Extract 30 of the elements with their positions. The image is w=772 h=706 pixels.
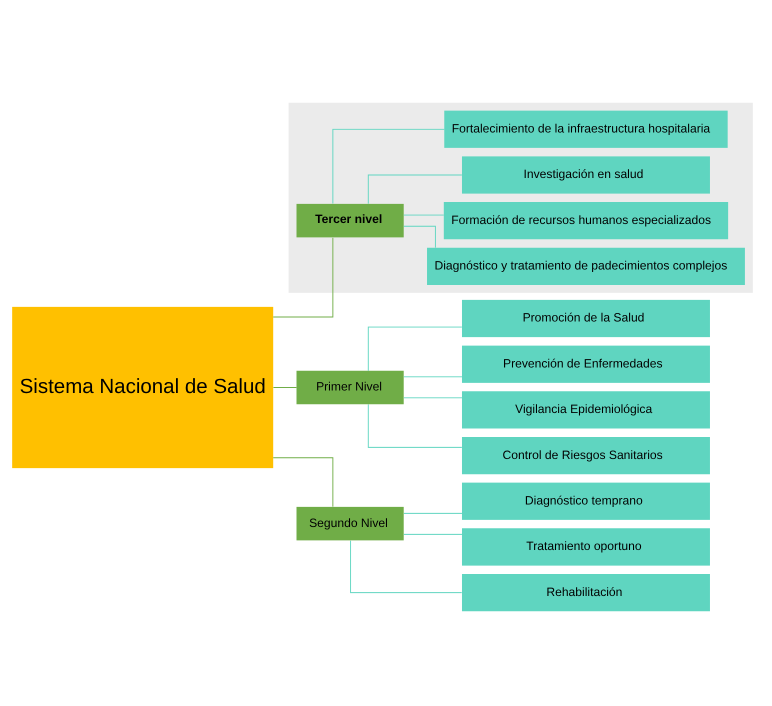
connector bbox=[403, 376, 462, 377]
node-box: Diagnóstico temprano bbox=[462, 482, 710, 520]
node-box: Promoción de la Salud bbox=[462, 299, 710, 337]
connector bbox=[368, 174, 462, 204]
node-box: Sistema Nacional de Salud bbox=[12, 306, 274, 468]
cluster bbox=[288, 102, 753, 292]
node-box: Tratamiento oportuno bbox=[462, 528, 710, 566]
node-box: Tercer nivel bbox=[296, 203, 404, 237]
node-box: Diagnóstico y tratamiento de padecimientos complejos bbox=[427, 247, 745, 284]
connector bbox=[272, 456, 334, 507]
node-box: Segundo Nivel bbox=[296, 506, 404, 540]
connector bbox=[368, 404, 462, 448]
node-box: Rehabilitación bbox=[462, 573, 710, 611]
connector bbox=[403, 225, 436, 248]
connector bbox=[403, 533, 462, 534]
node-box: Fortalecimiento de la infraestructura hospitalaria bbox=[444, 110, 728, 148]
connector bbox=[368, 326, 462, 371]
node-box: Primer Nivel bbox=[296, 370, 404, 404]
connector bbox=[350, 540, 462, 593]
connector bbox=[403, 214, 444, 216]
connector bbox=[403, 396, 462, 398]
node-box: Vigilancia Epidemiológica bbox=[462, 390, 710, 428]
connector bbox=[272, 236, 334, 317]
node-box: Prevención de Enfermedades bbox=[462, 345, 710, 382]
node-box: Control de Riesgos Sanitarios bbox=[462, 436, 710, 474]
connector bbox=[273, 386, 297, 388]
connector bbox=[332, 128, 445, 204]
node-box: Investigación en salud bbox=[462, 156, 710, 194]
connector bbox=[403, 512, 462, 514]
node-box: Formación de recursos humanos especializados bbox=[444, 202, 728, 239]
